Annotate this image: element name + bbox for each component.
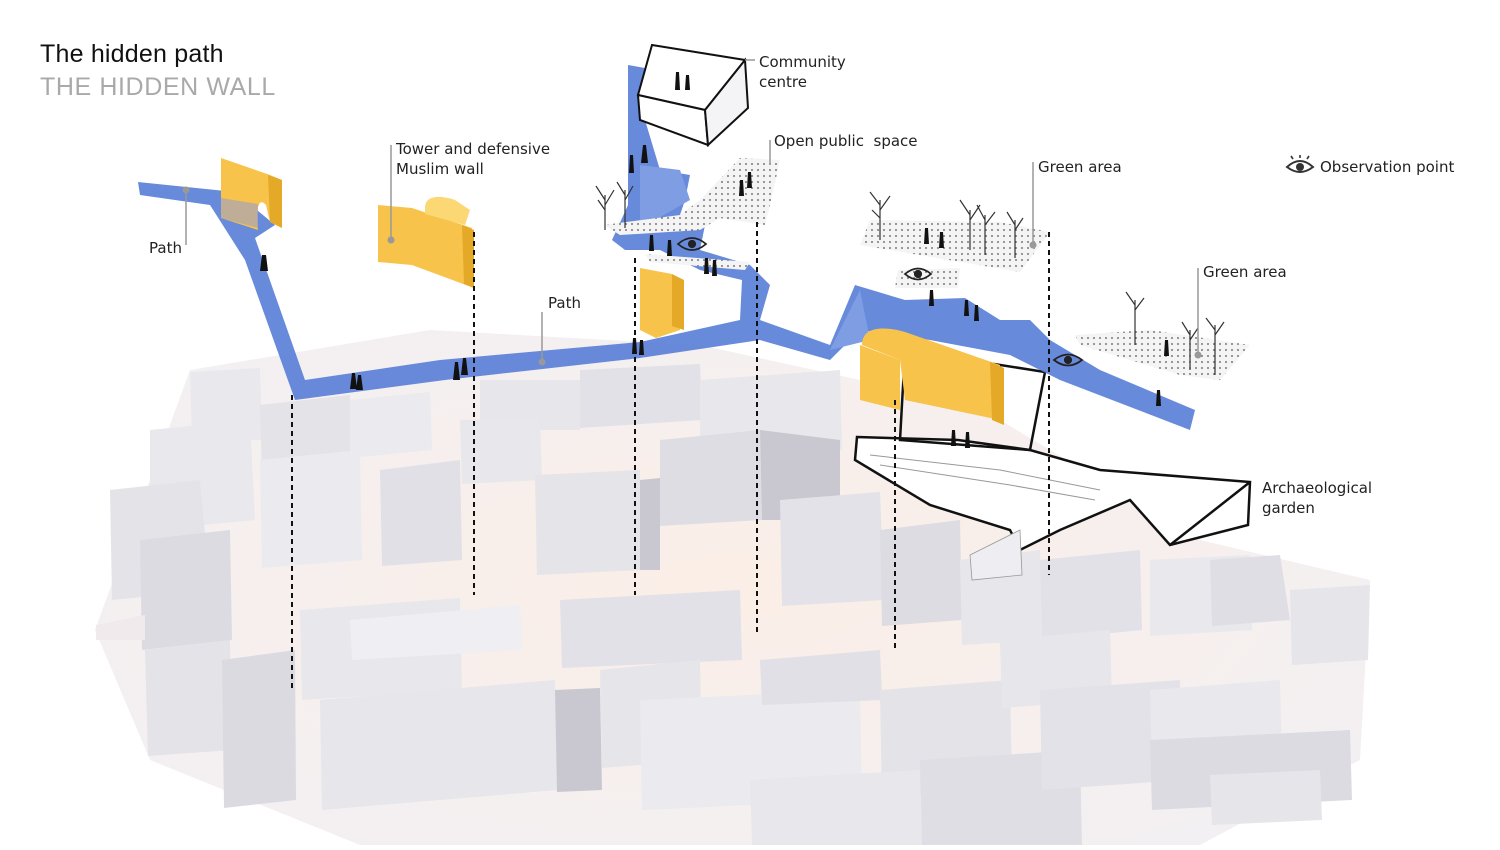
open-public-space (604, 158, 780, 235)
label-archaeological-garden: Archaeological garden (1262, 479, 1373, 517)
leader-lines (185, 59, 1251, 546)
label-community-centre: Community centre (759, 53, 846, 91)
label-tower-wall: Tower and defensive Muslim wall (396, 140, 551, 178)
green-area-2-terrain (1075, 330, 1250, 380)
projection-lines (291, 222, 1050, 690)
leader-dots (182, 186, 1202, 366)
observation-points (676, 237, 1084, 367)
label-path-left: Path (149, 239, 182, 257)
legend-observation-label: Observation point (1320, 158, 1455, 176)
community-centre-block (636, 43, 750, 148)
yellow-walls (221, 158, 1004, 425)
label-green-area-1: Green area (1038, 158, 1122, 176)
archaeological-garden-outline (853, 348, 1252, 581)
label-path-center: Path (548, 294, 581, 312)
label-green-area-2: Green area (1203, 263, 1287, 281)
label-open-public-space: Open public space (774, 132, 918, 150)
green-area-1-terrain (860, 220, 1050, 288)
diagram-title: The hidden path (40, 40, 224, 68)
trees (595, 181, 1225, 375)
blue-path (138, 65, 1195, 430)
eye-icon (1285, 155, 1315, 173)
diagram-subtitle: THE HIDDEN WALL (40, 73, 276, 101)
people-figures (260, 72, 1169, 448)
